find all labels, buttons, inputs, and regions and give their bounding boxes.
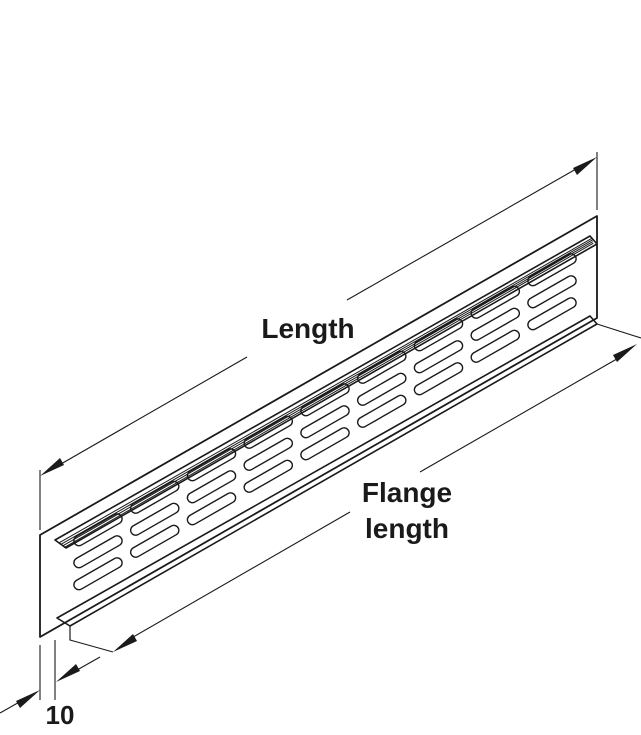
vent-slot (243, 415, 294, 449)
length-dim-line-right (346, 164, 584, 301)
bottom-flange (56, 315, 598, 627)
thickness-label: 10 (46, 700, 75, 730)
grille-strip (39, 215, 598, 641)
length-dim-line-left (53, 356, 248, 469)
vent-slot (413, 362, 464, 396)
vent-slot (413, 340, 464, 374)
flange-extension-left (69, 639, 114, 653)
vent-slot (470, 307, 521, 341)
vent-slot (129, 524, 180, 558)
thickness-arrowhead-right (56, 664, 80, 682)
vent-slot (356, 372, 407, 406)
flange-extension-right (596, 323, 641, 339)
vent-slot (300, 405, 350, 439)
vent-slot (186, 448, 237, 482)
length-arrowhead-right (573, 157, 597, 175)
vent-slot (356, 350, 407, 384)
thickness-arrowhead-left (16, 690, 40, 708)
rail-rib (62, 241, 593, 547)
top-rail (54, 235, 598, 549)
vent-slot (413, 318, 464, 352)
rail-rib (63, 242, 594, 548)
vent-slot (470, 285, 521, 319)
vent-slot (527, 297, 577, 331)
vent-slot (129, 480, 180, 514)
vent-slot (300, 427, 350, 461)
flange-label-line2: length (365, 513, 449, 544)
vent-slot (356, 394, 407, 428)
flange-arrowhead-right (613, 344, 637, 362)
flange-label-line1: Flange (362, 477, 452, 508)
vent-slot (73, 557, 123, 591)
thickness-dimension: 10 (0, 640, 101, 730)
length-arrowhead-left (40, 458, 64, 476)
vent-slot (129, 502, 180, 536)
vent-slot (527, 253, 577, 287)
flange-length-dimension: Flange length (69, 323, 641, 653)
top-rail-ribs (59, 238, 594, 548)
flange-dim-line-left (127, 511, 351, 641)
rail-rib (59, 238, 592, 544)
flange-dim-line-right (419, 355, 623, 473)
rail-rib (60, 239, 593, 545)
vent-slot (470, 329, 521, 363)
vent-slot (186, 470, 237, 504)
vent-slot (300, 383, 350, 417)
vent-slot (186, 492, 237, 526)
vent-slot (73, 513, 123, 547)
vent-slot (243, 459, 294, 493)
vent-slot (243, 437, 294, 471)
vent-slot (73, 535, 123, 569)
vent-slot (527, 275, 577, 309)
slot-grid (73, 253, 577, 591)
flange-arrowhead-left (113, 634, 137, 652)
length-dimension: Length (39, 152, 598, 530)
face-plate (39, 215, 598, 638)
length-label: Length (261, 313, 354, 344)
